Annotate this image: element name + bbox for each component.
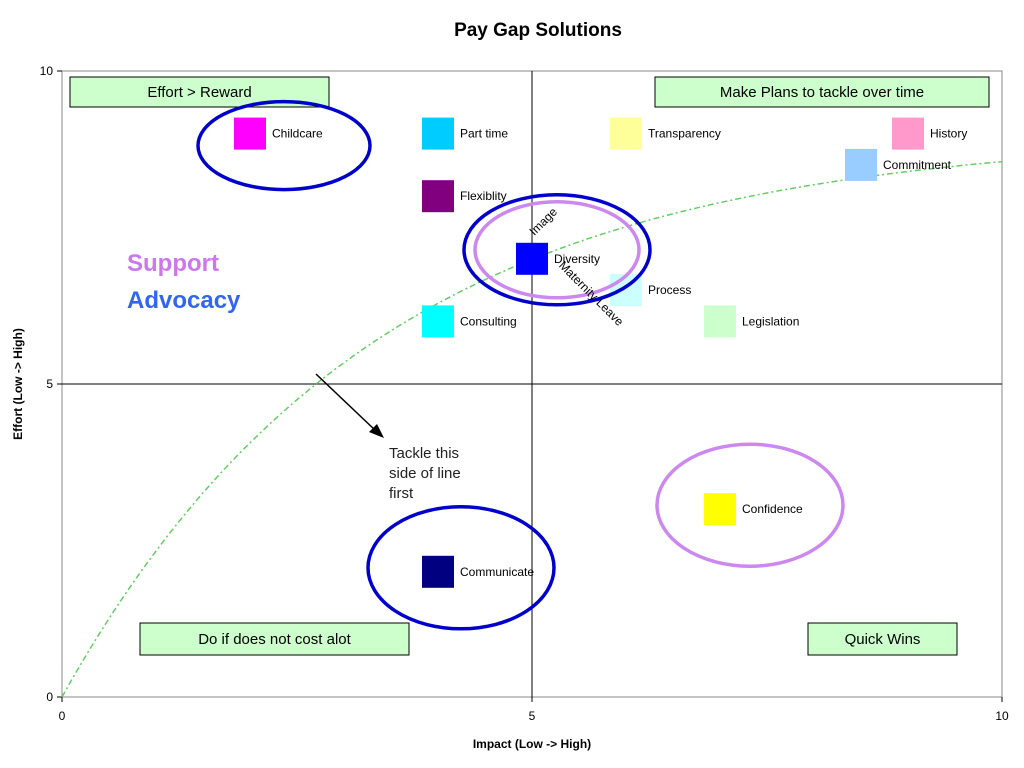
side-label-advocacy: Advocacy bbox=[127, 287, 241, 314]
point-commitment: Commitment bbox=[845, 148, 952, 181]
x-tick-label: 0 bbox=[59, 709, 66, 723]
quadrant-label-box bbox=[654, 76, 990, 108]
point-label-communicate: Communicate bbox=[460, 565, 534, 579]
y-axis-label: Effort (Low -> High) bbox=[11, 328, 25, 440]
quadrant-label-box bbox=[807, 622, 958, 656]
annotation-arrow-line bbox=[315, 373, 377, 432]
y-tick-label: 10 bbox=[40, 64, 54, 78]
point-marker-commitment bbox=[845, 148, 877, 181]
point-marker-transparency bbox=[610, 117, 642, 150]
highlight-circle-communicate bbox=[366, 505, 556, 631]
annotation-text-line: side of line bbox=[389, 465, 461, 482]
x-axis-label: Impact (Low -> High) bbox=[473, 737, 591, 751]
point-marker-part-time bbox=[422, 117, 454, 150]
highlight-circle-diversity bbox=[473, 200, 641, 300]
chart-title: Pay Gap Solutions bbox=[454, 20, 622, 41]
quadrant-label-text: Do if does not cost alot bbox=[198, 631, 351, 648]
point-marker-communicate bbox=[422, 555, 454, 588]
side-label-support: Support bbox=[127, 250, 219, 277]
point-label-diversity: Diversity bbox=[554, 252, 600, 266]
point-confidence: Confidence bbox=[704, 493, 803, 526]
point-part-time: Part time bbox=[422, 117, 508, 150]
point-marker-childcare bbox=[234, 117, 266, 150]
quadrant-label-box bbox=[139, 622, 410, 656]
point-marker-flexiblity bbox=[422, 180, 454, 213]
highlight-circle-confidence bbox=[655, 442, 845, 568]
y-tick-label: 5 bbox=[46, 377, 53, 391]
point-marker-legislation bbox=[704, 305, 736, 338]
point-childcare: Childcare bbox=[234, 117, 323, 150]
quadrant-label-bottom-right: Quick Wins bbox=[807, 622, 958, 656]
point-label-part-time: Part time bbox=[460, 127, 508, 141]
point-label-legislation: Legislation bbox=[742, 314, 799, 328]
highlight-circle-diversity bbox=[462, 193, 652, 307]
point-label-confidence: Confidence bbox=[742, 502, 803, 516]
point-label-history: History bbox=[930, 127, 967, 141]
point-flexiblity: Flexiblity bbox=[422, 180, 507, 213]
quadrant-label-text: Effort > Reward bbox=[147, 84, 251, 101]
quadrant-label-text: Make Plans to tackle over time bbox=[720, 84, 924, 101]
point-marker-consulting bbox=[422, 305, 454, 338]
point-diversity: Diversity bbox=[516, 242, 600, 275]
quadrant-label-top-right: Make Plans to tackle over time bbox=[654, 76, 990, 108]
point-communicate: Communicate bbox=[422, 555, 534, 588]
x-tick-label: 5 bbox=[529, 709, 536, 723]
point-label-consulting: Consulting bbox=[460, 314, 517, 328]
point-label-transparency: Transparency bbox=[648, 127, 721, 141]
point-history: History bbox=[892, 117, 967, 150]
quadrant-label-bottom-left: Do if does not cost alot bbox=[139, 622, 410, 656]
annotation-text-line: first bbox=[389, 485, 414, 502]
point-consulting: Consulting bbox=[422, 305, 517, 338]
point-transparency: Transparency bbox=[610, 117, 721, 150]
point-marker-diversity bbox=[516, 242, 548, 275]
point-label-commitment: Commitment bbox=[883, 158, 952, 172]
quadrant-label-text: Quick Wins bbox=[845, 631, 921, 648]
y-tick-label: 0 bbox=[46, 690, 53, 704]
point-label-flexiblity: Flexiblity bbox=[460, 189, 507, 203]
point-legislation: Legislation bbox=[704, 305, 799, 338]
annotation-text-line: Tackle this bbox=[389, 445, 459, 462]
point-marker-history bbox=[892, 117, 924, 150]
annotation-arrow-head bbox=[369, 424, 384, 438]
highlight-circle-childcare bbox=[196, 99, 372, 192]
point-label-childcare: Childcare bbox=[272, 127, 323, 141]
point-label-process: Process bbox=[648, 283, 691, 297]
quadrant-label-top-left: Effort > Reward bbox=[69, 76, 330, 108]
point-marker-confidence bbox=[704, 493, 736, 526]
x-tick-label: 10 bbox=[995, 709, 1009, 723]
